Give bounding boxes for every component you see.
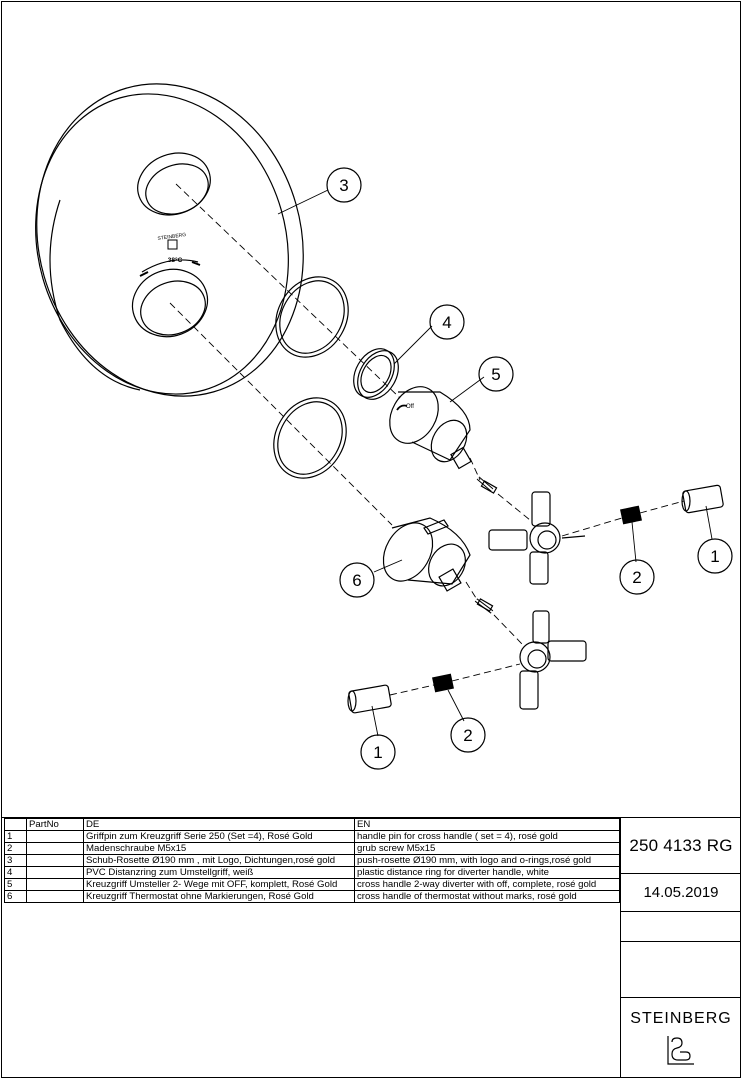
handle-off-text: Off: [406, 404, 414, 410]
callout-circle-1-lower: [360, 734, 396, 770]
steinberg-logo-icon: [667, 1035, 694, 1065]
table-row: 6 Kreuzgriff Thermostat ohne Markierunge…: [4, 890, 620, 903]
diverter-handle-part-5: [389, 386, 494, 492]
parts-table: PartNo DE EN 1 Griffpin zum Kreuzgriff S…: [4, 818, 620, 903]
table-row: 5 Kreuzgriff Umsteller 2- Wege mit OFF, …: [4, 878, 620, 891]
row-en: cross handle of thermostat without marks…: [354, 890, 620, 903]
row-de: Madenschraube M5x15: [83, 842, 355, 855]
handle-pin-part-1-lower: [347, 684, 392, 714]
callout-number: 4: [442, 313, 451, 332]
header-en: EN: [354, 818, 620, 831]
row-partno: [26, 842, 84, 855]
rosette-temp-text: 38°C: [168, 256, 183, 264]
row-partno: [26, 854, 84, 867]
header-de: DE: [83, 818, 355, 831]
row-en: handle pin for cross handle ( set = 4), …: [354, 830, 620, 843]
callout-circle-2-lower: [450, 717, 486, 753]
callout-number: 1: [373, 743, 382, 762]
row-index: 4: [4, 866, 27, 879]
drawing-date: 14.05.2019: [643, 884, 719, 901]
row-de: PVC Distanzring zum Umstellgriff, weiß: [83, 866, 355, 879]
header-partno: PartNo: [26, 818, 84, 831]
table-row: 1 Griffpin zum Kreuzgriff Serie 250 (Set…: [4, 830, 620, 843]
row-partno: [26, 866, 84, 879]
handle-pin-part-1-upper: [681, 484, 724, 514]
cross-handle-lower: [519, 610, 587, 710]
callout-number: 3: [339, 176, 348, 195]
row-de: Kreuzgriff Umsteller 2- Wege mit OFF, ko…: [83, 878, 355, 891]
brand-name: STEINBERG: [630, 1009, 732, 1027]
callout-circle-5: [478, 356, 514, 392]
cross-handle-upper: [488, 491, 586, 585]
title-block-divider: [1, 817, 741, 818]
row-de: Griffpin zum Kreuzgriff Serie 250 (Set =…: [83, 830, 355, 843]
row-en: plastic distance ring for diverter handl…: [354, 866, 620, 879]
row-index: 6: [4, 890, 27, 903]
table-row: 4 PVC Distanzring zum Umstellgriff, weiß…: [4, 866, 620, 879]
empty-cell: [621, 942, 741, 998]
row-en: cross handle 2-way diverter with off, co…: [354, 878, 620, 891]
callout-circle-4: [429, 304, 465, 340]
callout-number: 2: [463, 726, 472, 745]
grub-screw-part-2-lower: [432, 673, 454, 693]
article-number-cell: 250 4133 RG: [621, 818, 741, 874]
rosette-logo-text: STEINBERG: [157, 232, 187, 242]
o-ring-lower: [273, 397, 347, 479]
brand-cell: STEINBERG: [621, 998, 741, 1077]
callout-circle-1-upper: [697, 538, 733, 574]
rosette-part-3: [35, 83, 304, 397]
row-index: 2: [4, 842, 27, 855]
table-row: 2 Madenschraube M5x15 grub screw M5x15: [4, 842, 620, 855]
row-index: 3: [4, 854, 27, 867]
callout-number: 1: [710, 547, 719, 566]
date-cell: 14.05.2019: [621, 874, 741, 912]
title-block: 250 4133 RG 14.05.2019 STEINBERG: [620, 818, 741, 1077]
row-partno: [26, 890, 84, 903]
article-number: 250 4133 RG: [629, 835, 733, 855]
callout-number: 6: [352, 571, 361, 590]
row-partno: [26, 878, 84, 891]
callout-number: 5: [491, 365, 500, 384]
grub-screw-part-2-upper: [620, 505, 642, 525]
callout-circle-3: [326, 167, 362, 203]
axis-lines: [169, 183, 685, 696]
row-index: 1: [4, 830, 27, 843]
leader-lines: [277, 189, 713, 737]
row-index: 5: [4, 878, 27, 891]
table-row: 3 Schub-Rosette Ø190 mm , mit Logo, Dich…: [4, 854, 620, 867]
empty-cell: [621, 912, 741, 942]
callout-number: 2: [632, 568, 641, 587]
exploded-view-drawing: 3 4 5 6 2 1 2 1 STEINBERG 38°C Off: [35, 83, 733, 770]
row-de: Schub-Rosette Ø190 mm , mit Logo, Dichtu…: [83, 854, 355, 867]
o-ring-upper: [275, 276, 349, 358]
callout-circle-6: [339, 562, 375, 598]
callout-circle-2-upper: [619, 559, 655, 595]
parts-table-header: PartNo DE EN: [4, 818, 620, 831]
thermostat-handle-part-6: [382, 517, 494, 614]
row-de: Kreuzgriff Thermostat ohne Markierungen,…: [83, 890, 355, 903]
row-partno: [26, 830, 84, 843]
header-index: [4, 818, 27, 831]
distance-ring-part-4: [353, 348, 399, 400]
row-en: grub screw M5x15: [354, 842, 620, 855]
row-en: push-rosette Ø190 mm, with logo and o-ri…: [354, 854, 620, 867]
